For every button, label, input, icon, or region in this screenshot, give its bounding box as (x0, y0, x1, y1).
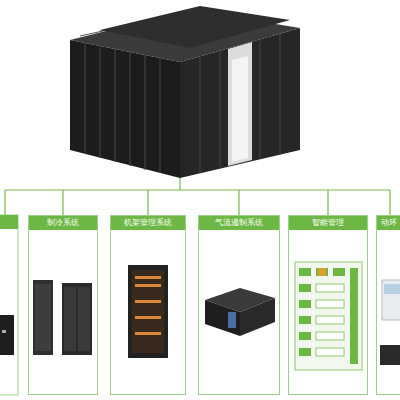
management-chart (295, 262, 362, 370)
rack-pod (70, 6, 300, 178)
header-text: 机架管理系统 (124, 219, 172, 227)
system-box: 气流遏制系统 (198, 215, 280, 395)
cooling-unit (33, 280, 92, 355)
header-text: 气流遏制系统 (215, 219, 263, 227)
cut-off-box (0, 215, 18, 395)
header-bar: 动环 (377, 216, 400, 230)
rack-cabinet (128, 265, 168, 358)
containment-block (205, 288, 275, 336)
system-box: 制冷系统 (28, 215, 98, 395)
header-text: 制冷系统 (47, 219, 79, 227)
header-bar: 制冷系统 (29, 216, 97, 230)
header-bar: 气流遏制系统 (199, 216, 279, 230)
system-box: 动环 (376, 215, 400, 395)
tree-line (5, 178, 390, 215)
header-bar: 智能管理 (289, 216, 367, 230)
header-text: 智能管理 (312, 219, 344, 227)
monitor-screens (380, 280, 400, 365)
header-bar: 机架管理系统 (111, 216, 185, 230)
system-box: 智能管理 (288, 215, 368, 395)
system-box: 机架管理系统 (110, 215, 186, 395)
header-text: 动环 (381, 219, 397, 227)
